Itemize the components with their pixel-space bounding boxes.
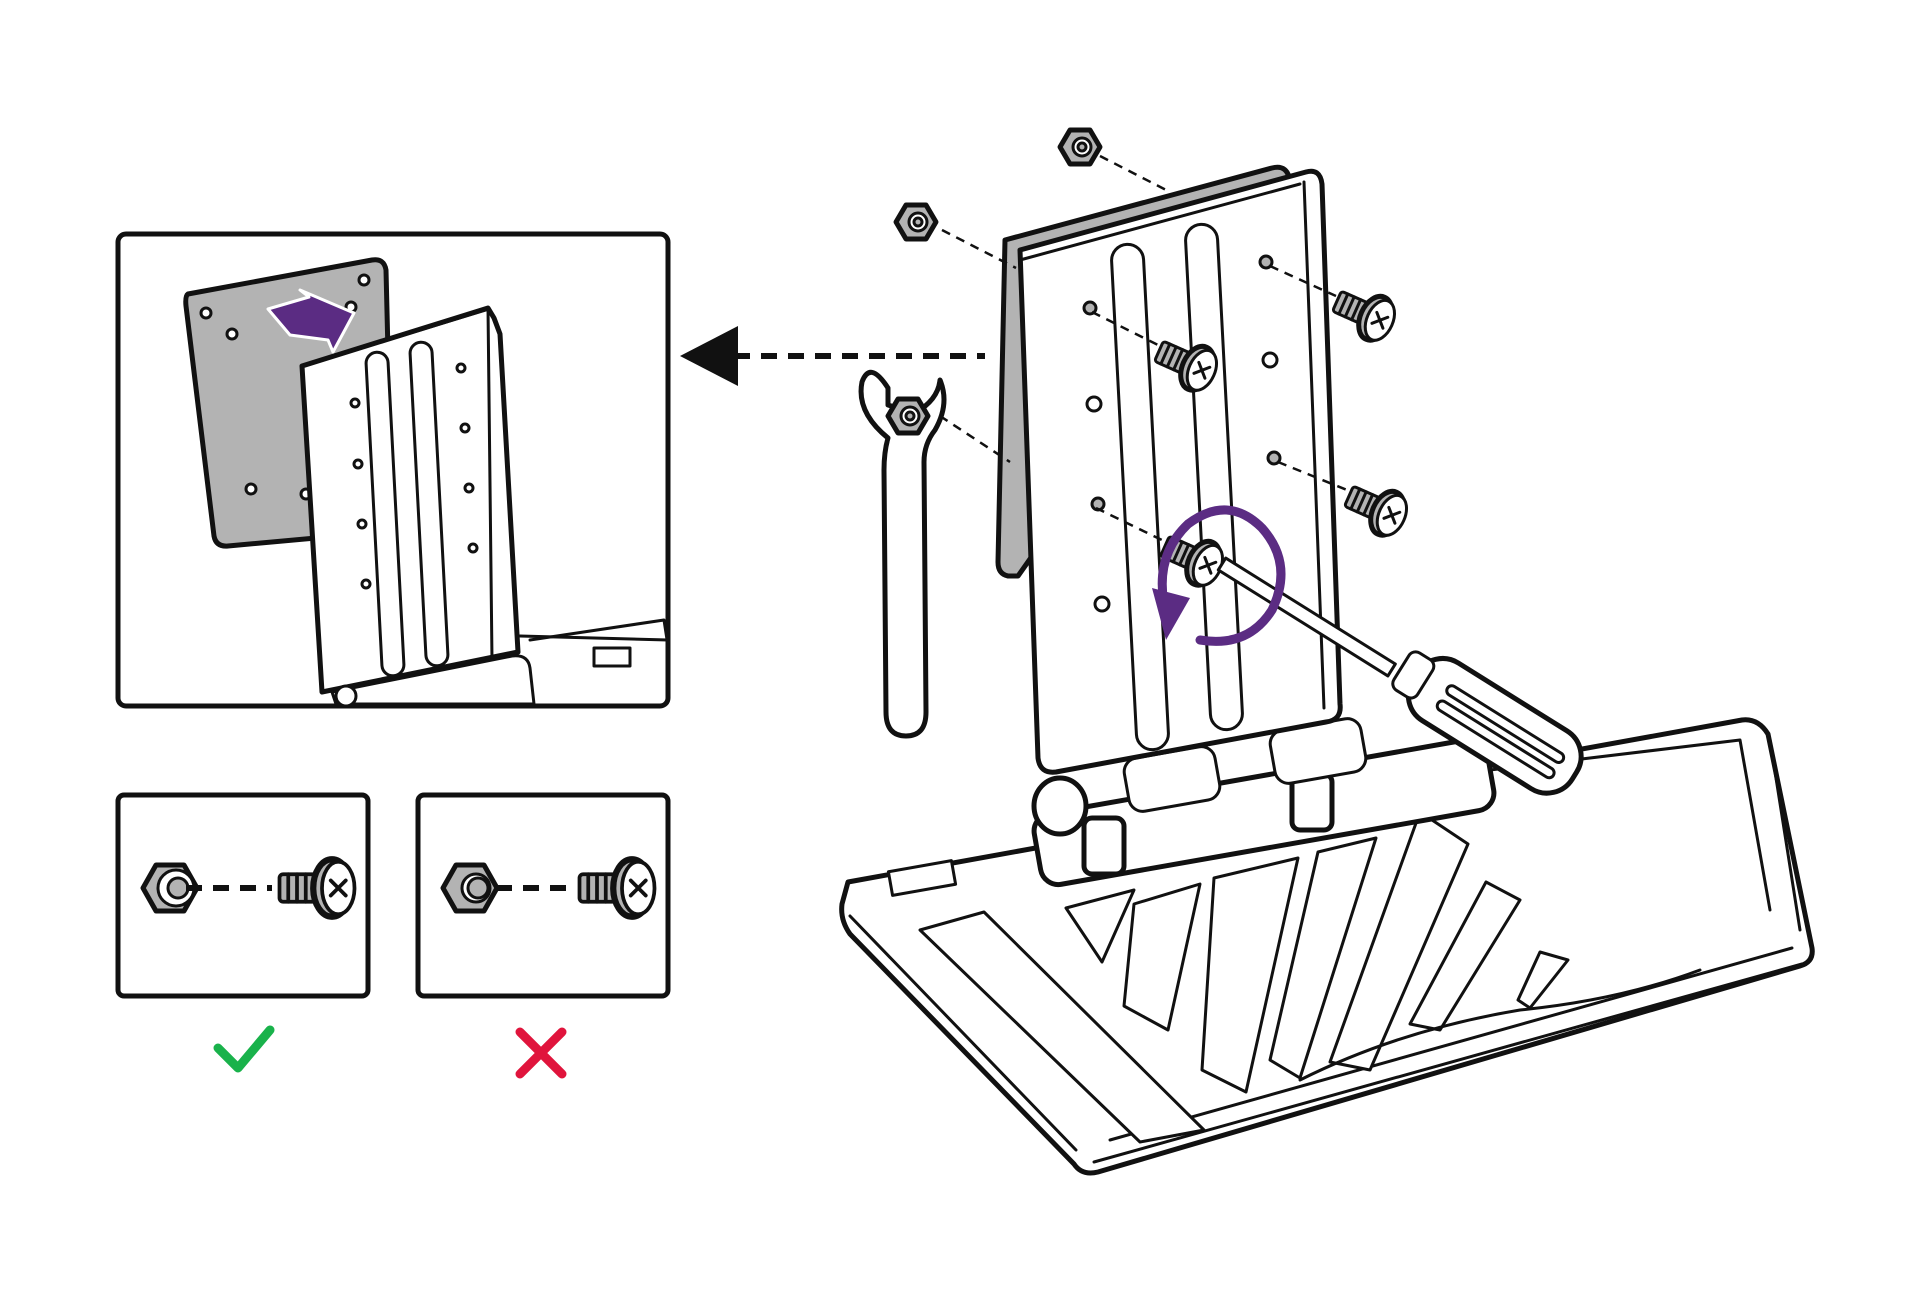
screw-upper-right xyxy=(1328,280,1402,346)
rotation-arrow-icon xyxy=(1152,505,1286,646)
nut-top xyxy=(1060,130,1100,164)
wrench-icon xyxy=(858,370,947,739)
stand-arm-plate xyxy=(1017,168,1343,775)
stand-hinge xyxy=(1031,717,1497,888)
nut-left xyxy=(896,205,936,239)
correct-panel xyxy=(115,792,371,999)
inset-panel xyxy=(115,231,671,709)
inset-arrow xyxy=(266,288,356,354)
guide-lines xyxy=(939,154,1353,544)
check-mark-icon xyxy=(213,1025,275,1073)
screw-lower-right xyxy=(1340,475,1414,541)
stand-base xyxy=(839,717,1815,1176)
inset-link-arrow xyxy=(680,326,985,386)
inset-mount-plate xyxy=(299,305,670,708)
cross-mark-icon xyxy=(515,1027,567,1079)
screwdriver-icon xyxy=(1216,556,1584,796)
incorrect-panel xyxy=(415,792,671,999)
